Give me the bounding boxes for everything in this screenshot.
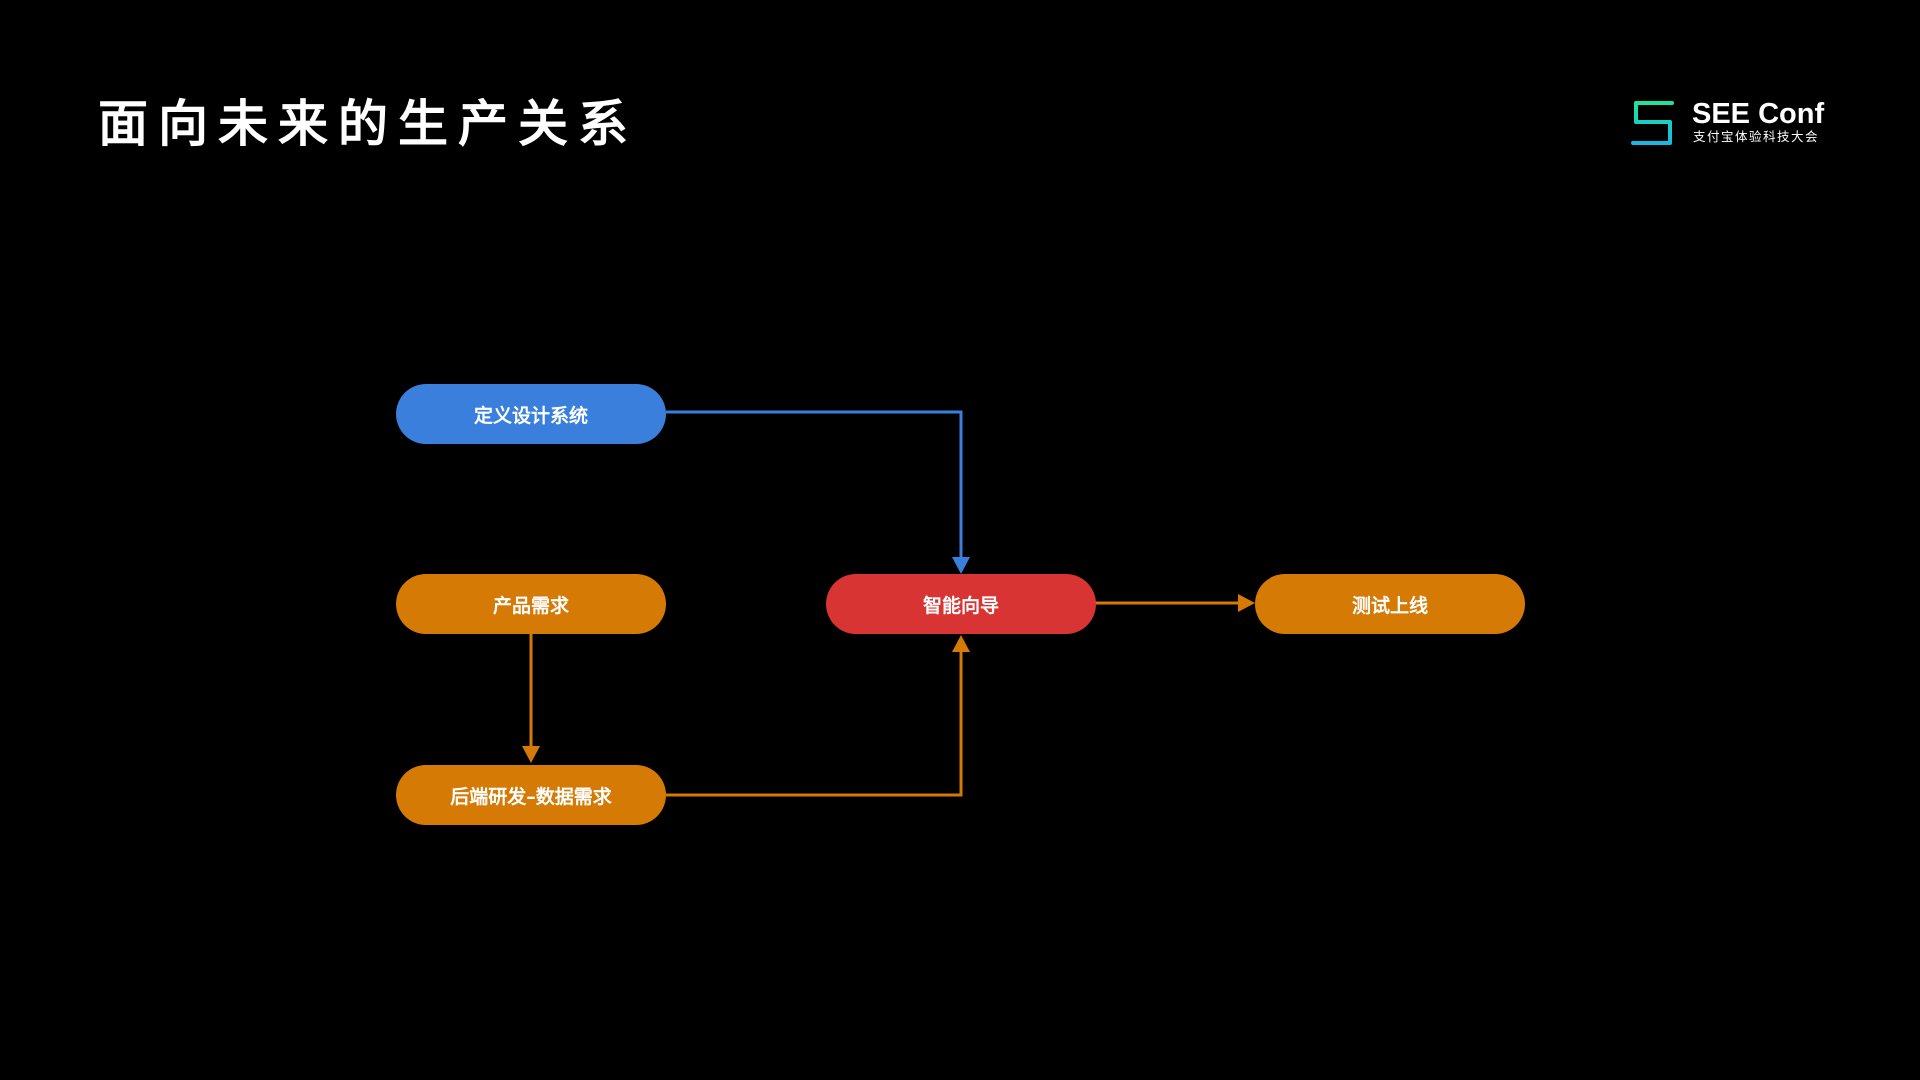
node-test-and-launch: 测试上线 bbox=[1255, 574, 1525, 634]
node-label: 测试上线 bbox=[1351, 594, 1428, 617]
node-smart-wizard: 智能向导 bbox=[826, 574, 1096, 634]
logo-subtitle: 支付宝体验科技大会 bbox=[1693, 129, 1820, 144]
node-label: 后端研发–数据需求 bbox=[450, 785, 612, 808]
arrowhead-up-icon bbox=[952, 635, 970, 652]
arrowhead-down-icon bbox=[522, 746, 540, 763]
node-backend-data-requirements: 后端研发–数据需求 bbox=[396, 765, 666, 825]
logo-name: SEE Conf bbox=[1692, 98, 1825, 130]
node-label: 定义设计系统 bbox=[473, 404, 588, 427]
node-label: 智能向导 bbox=[922, 594, 999, 617]
arrowhead-down-icon bbox=[952, 557, 970, 574]
arrowhead-right-icon bbox=[1238, 594, 1255, 612]
edge-backend-to-smart-wizard bbox=[666, 650, 963, 797]
node-define-design-system: 定义设计系统 bbox=[396, 384, 666, 444]
see-conf-logo: SEE Conf 支付宝体验科技大会 bbox=[1630, 98, 1825, 148]
edge-define-design-system-to-smart-wizard bbox=[666, 410, 963, 558]
node-label: 产品需求 bbox=[492, 594, 569, 617]
see-conf-logo-mark-icon bbox=[1631, 101, 1674, 145]
node-product-requirements: 产品需求 bbox=[396, 574, 666, 634]
slide-title: 面向未来的生产关系 bbox=[98, 95, 638, 153]
